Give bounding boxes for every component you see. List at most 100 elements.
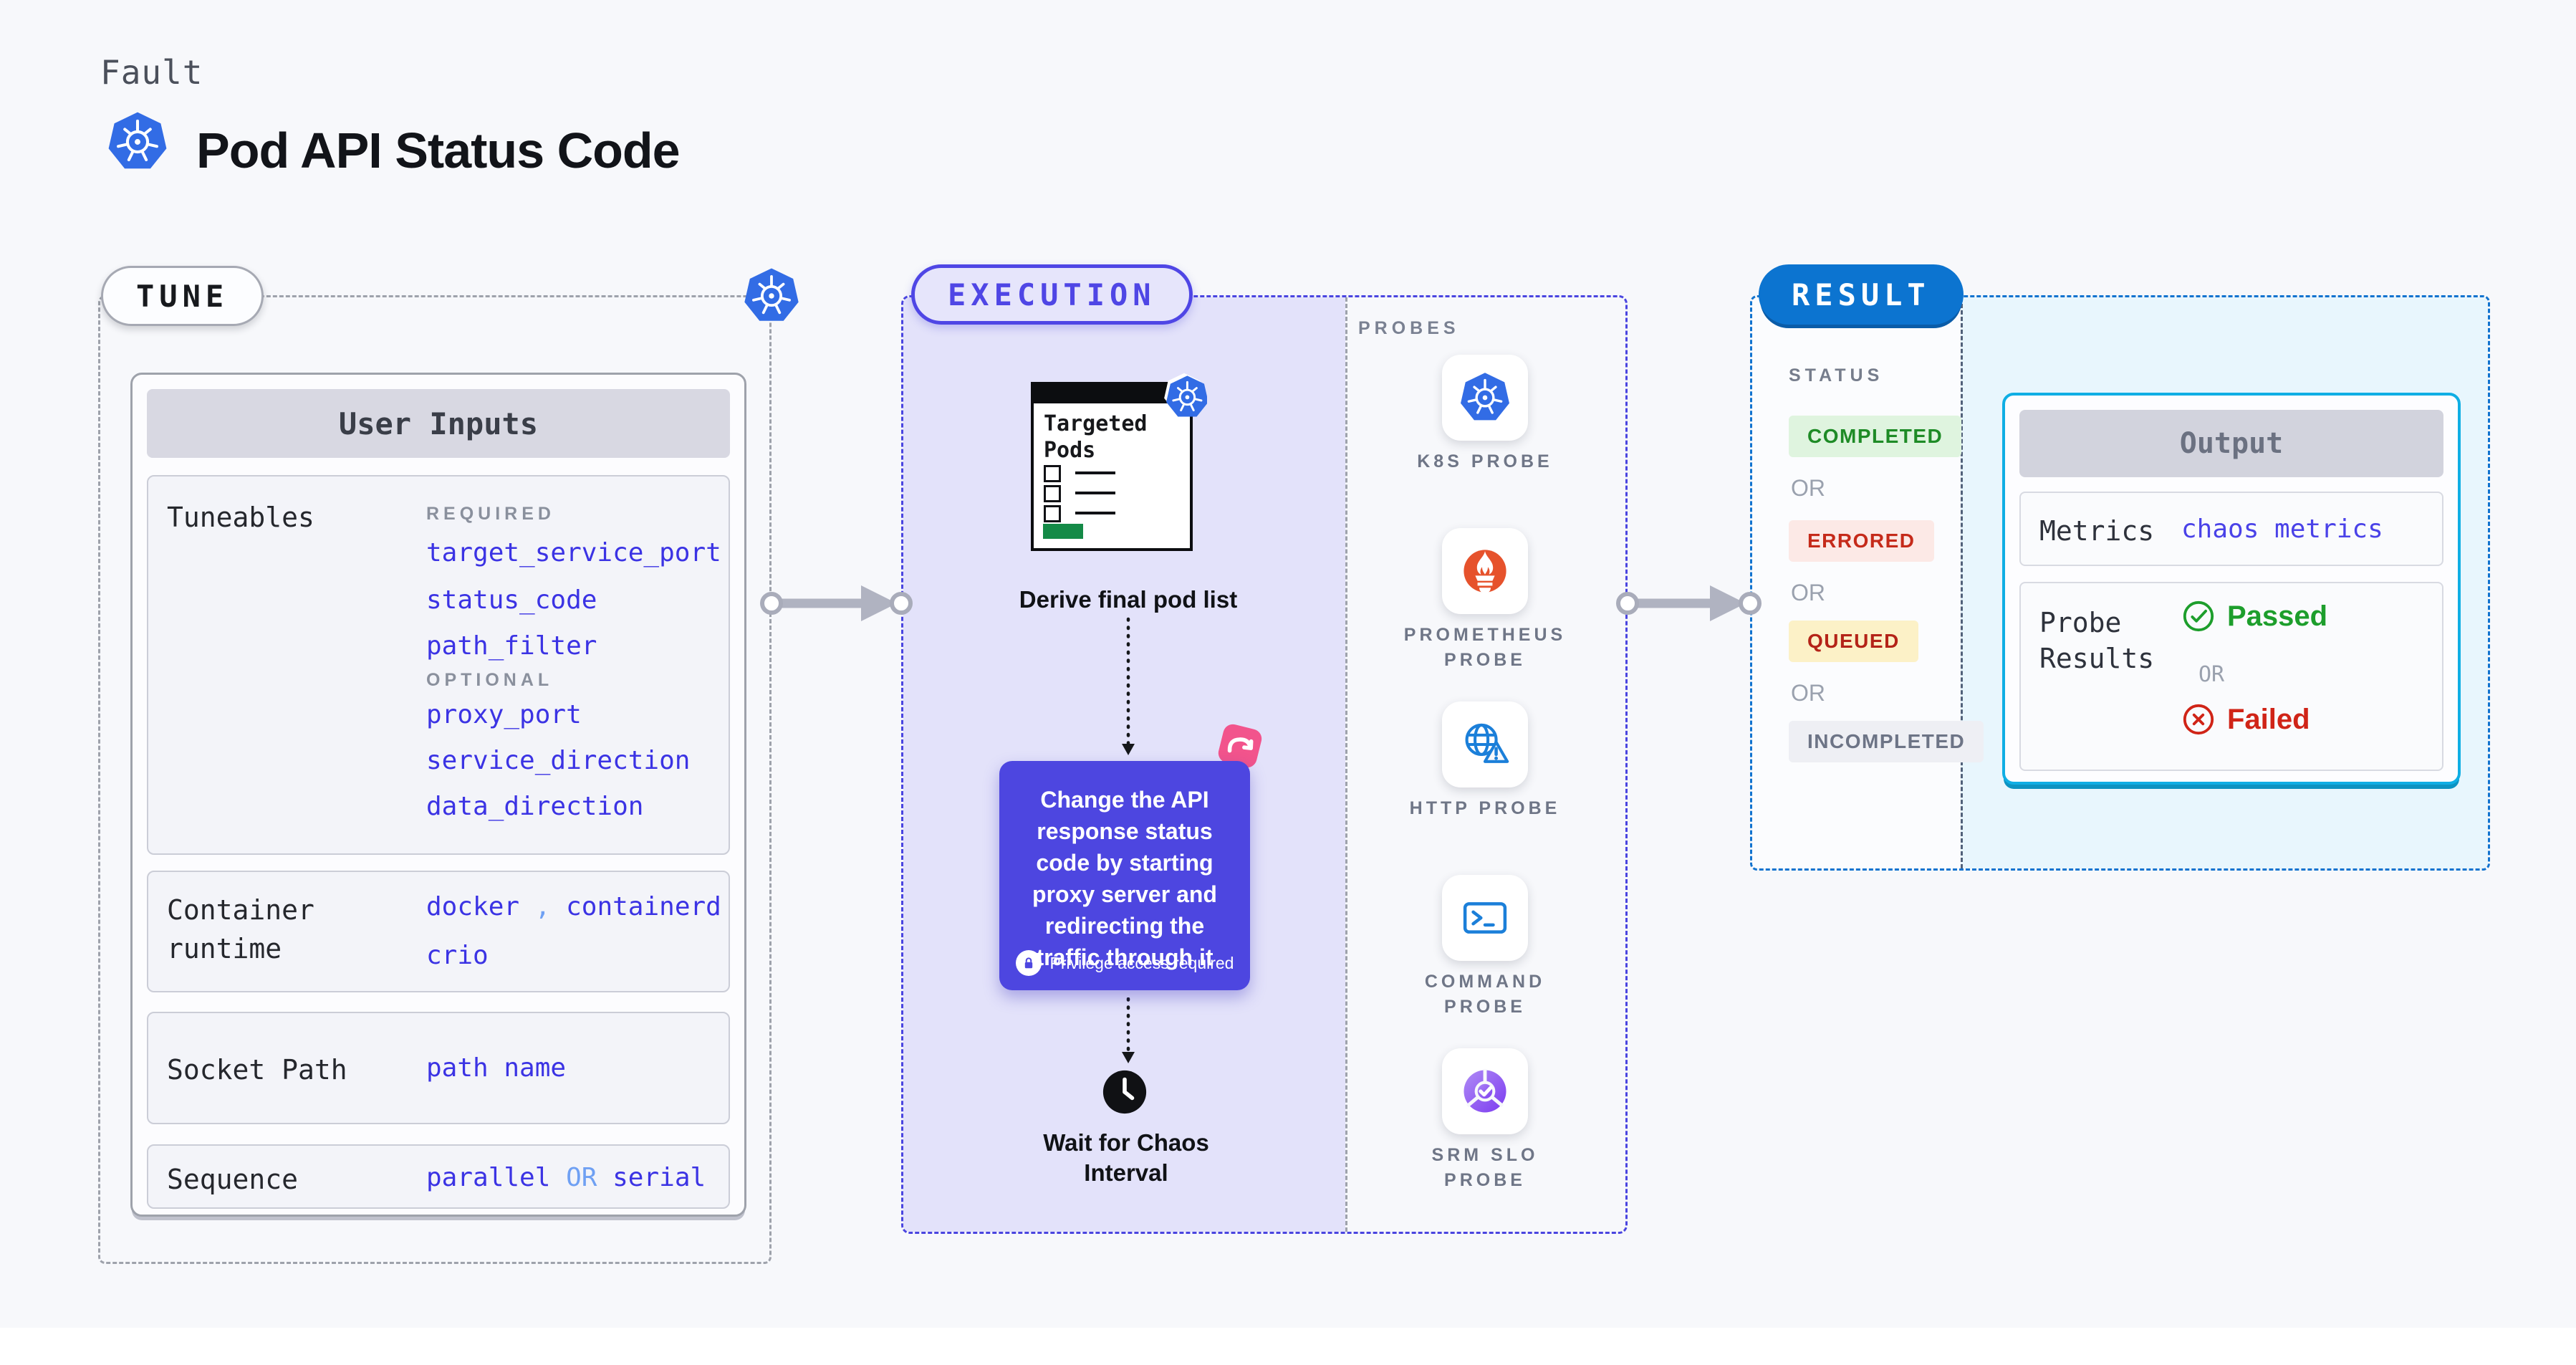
output-title: Output xyxy=(2179,427,2284,460)
derive-caption: Derive final pod list xyxy=(1019,586,1238,613)
probe-label: SRM SLO PROBE xyxy=(1431,1145,1539,1190)
probe-card-command xyxy=(1442,875,1528,961)
pod-line xyxy=(1075,492,1115,494)
tune-section xyxy=(98,295,772,1264)
socket-path-label: Socket Path xyxy=(167,1054,347,1086)
probe-results-label: Probe Results xyxy=(2039,607,2155,674)
page-title: Pod API Status Code xyxy=(196,123,681,178)
execution-pill: EXECUTION xyxy=(911,264,1193,325)
lock-icon xyxy=(1015,950,1042,976)
socket-path-row: Socket Path path name xyxy=(147,1012,730,1124)
progress-bar xyxy=(1043,524,1083,539)
probe-label: K8S PROBE xyxy=(1417,451,1553,471)
privilege-note-text: Privilege access required xyxy=(1049,953,1234,972)
or-label: OR xyxy=(1791,475,1825,501)
or-label: OR xyxy=(1791,680,1825,706)
slo-pie-check-icon xyxy=(1456,1062,1514,1121)
kubernetes-icon xyxy=(106,109,169,175)
or-label: OR xyxy=(1791,580,1825,605)
runtime-crio: crio xyxy=(426,941,489,970)
runtime-containerd: containerd xyxy=(566,892,721,921)
sequence-row: Sequence parallel OR serial xyxy=(147,1144,730,1209)
probe-card-srm-slo xyxy=(1442,1048,1528,1134)
optional-heading: OPTIONAL xyxy=(426,670,554,690)
targeted-pods-titlebar xyxy=(1034,385,1190,403)
container-runtime-row: Container runtime docker , containerd cr… xyxy=(147,871,730,992)
tuneable-value: target_service_port xyxy=(426,538,721,567)
tuneable-value: data_direction xyxy=(426,792,644,821)
globe-warning-icon xyxy=(1456,715,1514,774)
probe-label: PROMETHEUS PROBE xyxy=(1403,625,1567,670)
sequence-or: OR xyxy=(566,1163,597,1192)
arrow-right-icon xyxy=(1616,585,1762,621)
metrics-label: Metrics xyxy=(2039,515,2155,547)
targeted-pods-card: Targeted Pods xyxy=(1031,382,1193,551)
probe-card-k8s xyxy=(1442,355,1528,441)
prometheus-icon xyxy=(1456,542,1514,600)
status-heading: STATUS xyxy=(1789,365,1884,385)
dotted-arrow-icon xyxy=(1122,997,1135,1063)
kubernetes-icon xyxy=(1458,370,1512,425)
tuneable-value: service_direction xyxy=(426,746,691,775)
pod-line xyxy=(1075,512,1115,514)
arrow-right-icon xyxy=(760,585,913,621)
x-circle-icon xyxy=(2181,702,2216,737)
or-label: OR xyxy=(2198,662,2225,687)
container-runtime-values: docker , containerd xyxy=(426,891,721,924)
required-heading: REQUIRED xyxy=(426,504,555,524)
sequence-parallel: parallel xyxy=(426,1163,551,1192)
passed-label: Passed xyxy=(2227,600,2328,632)
metrics-value: chaos metrics xyxy=(2181,514,2383,544)
pod-line xyxy=(1075,471,1115,474)
status-badge-queued: QUEUED xyxy=(1789,621,1918,662)
fault-action-card: Change the API response status code by s… xyxy=(999,761,1250,990)
output-card: Output Metrics chaos metrics Probe Resul… xyxy=(2002,393,2461,785)
sequence-serial: serial xyxy=(612,1163,706,1192)
socket-path-value: path name xyxy=(426,1053,567,1083)
status-panel xyxy=(1752,297,1961,868)
probe-card-prometheus xyxy=(1442,528,1528,614)
tuneable-value: status_code xyxy=(426,585,597,615)
user-inputs-card: User Inputs Tuneables REQUIRED target_se… xyxy=(130,373,746,1217)
tuneable-value: path_filter xyxy=(426,631,597,661)
passed-result: Passed xyxy=(2181,599,2327,633)
result-separator xyxy=(1961,297,1963,868)
user-inputs-title: User Inputs xyxy=(338,406,539,441)
clock-icon xyxy=(1100,1067,1150,1117)
runtime-docker: docker xyxy=(426,892,520,921)
tuneables-label: Tuneables xyxy=(167,502,314,533)
probe-card-http xyxy=(1442,701,1528,787)
status-badge-errored: ERRORED xyxy=(1789,520,1934,562)
checkbox-icon xyxy=(1044,485,1061,502)
sequence-label: Sequence xyxy=(167,1164,299,1195)
sequence-values: parallel OR serial xyxy=(426,1162,706,1194)
result-pill: RESULT xyxy=(1759,264,1964,325)
runtime-separator: , xyxy=(534,892,551,921)
kubernetes-icon xyxy=(1164,373,1207,418)
metrics-row: Metrics chaos metrics xyxy=(2019,492,2443,566)
container-runtime-label: Container runtime xyxy=(167,894,314,964)
bottom-margin xyxy=(0,1328,2576,1365)
wait-caption: Wait for Chaos Interval xyxy=(1043,1129,1209,1186)
probe-results-row: Probe Results Passed OR Failed xyxy=(2019,582,2443,771)
tuneable-value: proxy_port xyxy=(426,700,582,729)
failed-label: Failed xyxy=(2227,703,2310,735)
checkbox-icon xyxy=(1044,465,1061,482)
probe-label: HTTP PROBE xyxy=(1409,798,1561,818)
terminal-icon xyxy=(1456,889,1514,947)
checkbox-icon xyxy=(1044,505,1061,522)
user-inputs-header: User Inputs xyxy=(147,389,730,458)
probe-label: COMMAND PROBE xyxy=(1424,972,1546,1017)
fault-action-text: Change the API response status code by s… xyxy=(1032,787,1217,970)
probes-separator xyxy=(1345,297,1347,1232)
tuneables-row: Tuneables REQUIRED target_service_port s… xyxy=(147,475,730,855)
dotted-arrow-icon xyxy=(1122,617,1135,755)
failed-result: Failed xyxy=(2181,702,2310,737)
status-badge-incompleted: INCOMPLETED xyxy=(1789,721,1984,762)
probes-heading: PROBES xyxy=(1358,318,1460,338)
output-header: Output xyxy=(2019,410,2443,477)
targeted-pods-title: Targeted Pods xyxy=(1044,411,1148,463)
tune-pill: TUNE xyxy=(101,266,264,326)
privilege-note: Privilege access required xyxy=(999,950,1250,976)
